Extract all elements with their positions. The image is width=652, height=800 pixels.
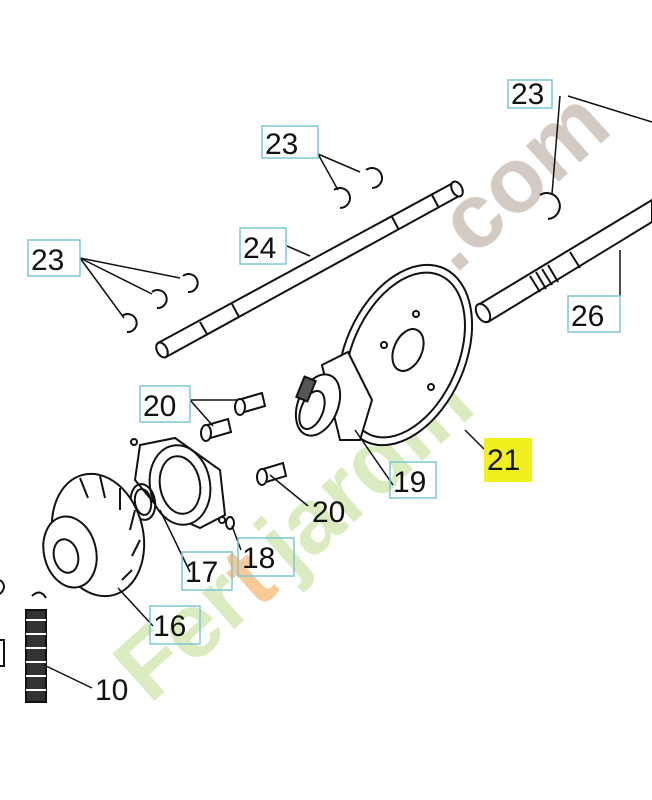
label-boxes [27, 79, 621, 645]
pin-20-group [200, 391, 288, 486]
label-19: 19 [393, 466, 426, 499]
highlight-box-21 [484, 438, 532, 482]
label-20-bottom: 20 [312, 496, 345, 529]
label-20-top: 20 [143, 390, 176, 423]
label-23-right: 23 [511, 78, 544, 111]
label-26: 26 [571, 300, 604, 333]
gear-16 [42, 472, 146, 598]
label-21: 21 [487, 444, 520, 477]
shaft-26 [474, 198, 652, 324]
spring-10 [25, 591, 47, 703]
housing-17 [130, 436, 227, 530]
shaft-24 [155, 180, 464, 359]
circlip-23-group [121, 167, 561, 334]
label-23-top: 23 [265, 128, 298, 161]
edge-fragments [0, 579, 5, 667]
label-10: 10 [95, 674, 128, 707]
label-17: 17 [185, 556, 218, 589]
label-18: 18 [242, 542, 275, 575]
label-16: 16 [153, 610, 186, 643]
hub-19 [294, 350, 374, 441]
leader-lines [43, 95, 652, 689]
label-23-left: 23 [31, 244, 64, 277]
label-24: 24 [243, 232, 276, 265]
